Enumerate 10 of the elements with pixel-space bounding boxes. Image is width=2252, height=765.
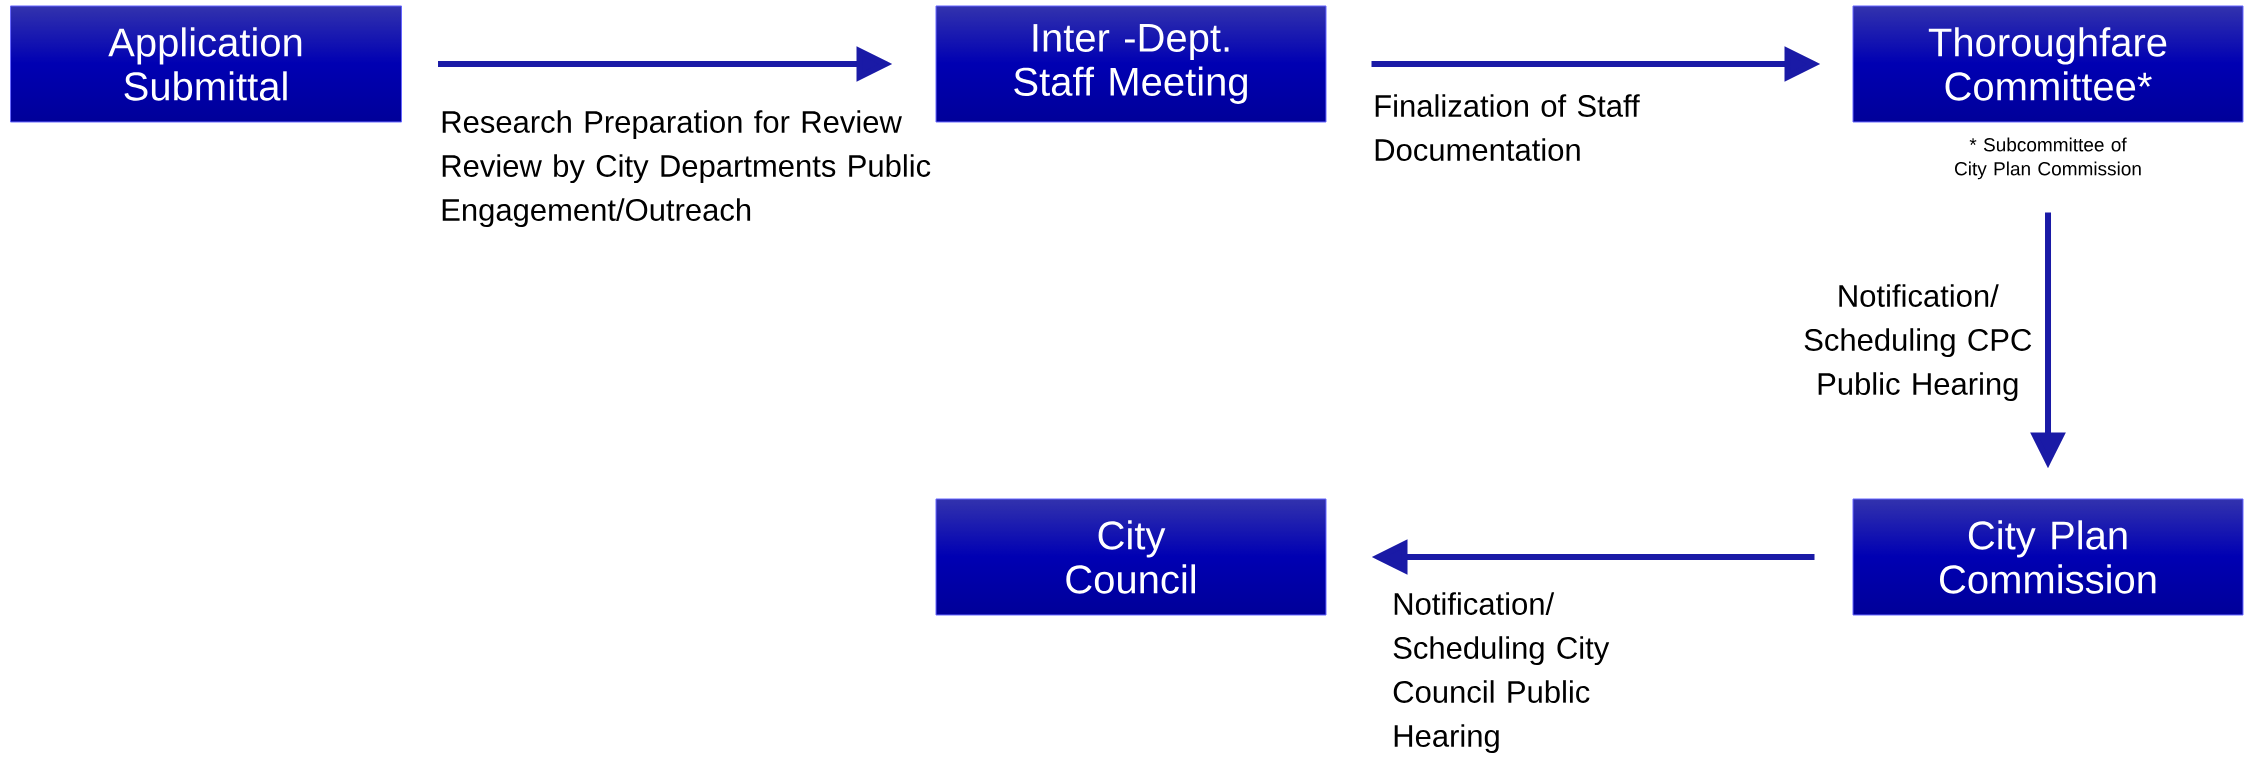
edge-label: Notification/ Scheduling City Council Public Hearing — [1393, 592, 1610, 754]
process-box: Thoroughfare Committee* — [1852, 5, 2244, 123]
process-box: Application Submittal — [10, 5, 402, 123]
edge-label: Research Preparation for Review Review by City Departments Public Engagement/Outreach — [442, 110, 931, 228]
footnote: * Subcommittee of City Plan Commission — [1955, 137, 2141, 180]
edge-label: Notification/ Scheduling CPC Public Hearing — [1804, 284, 2032, 402]
process-box: Inter -Dept. Staff Meeting — [935, 5, 1327, 123]
process-box: City Plan Commission — [1852, 498, 2244, 616]
edge-label: Finalization of Staff Documentation — [1375, 94, 1640, 161]
process-box: City Council — [935, 498, 1327, 616]
